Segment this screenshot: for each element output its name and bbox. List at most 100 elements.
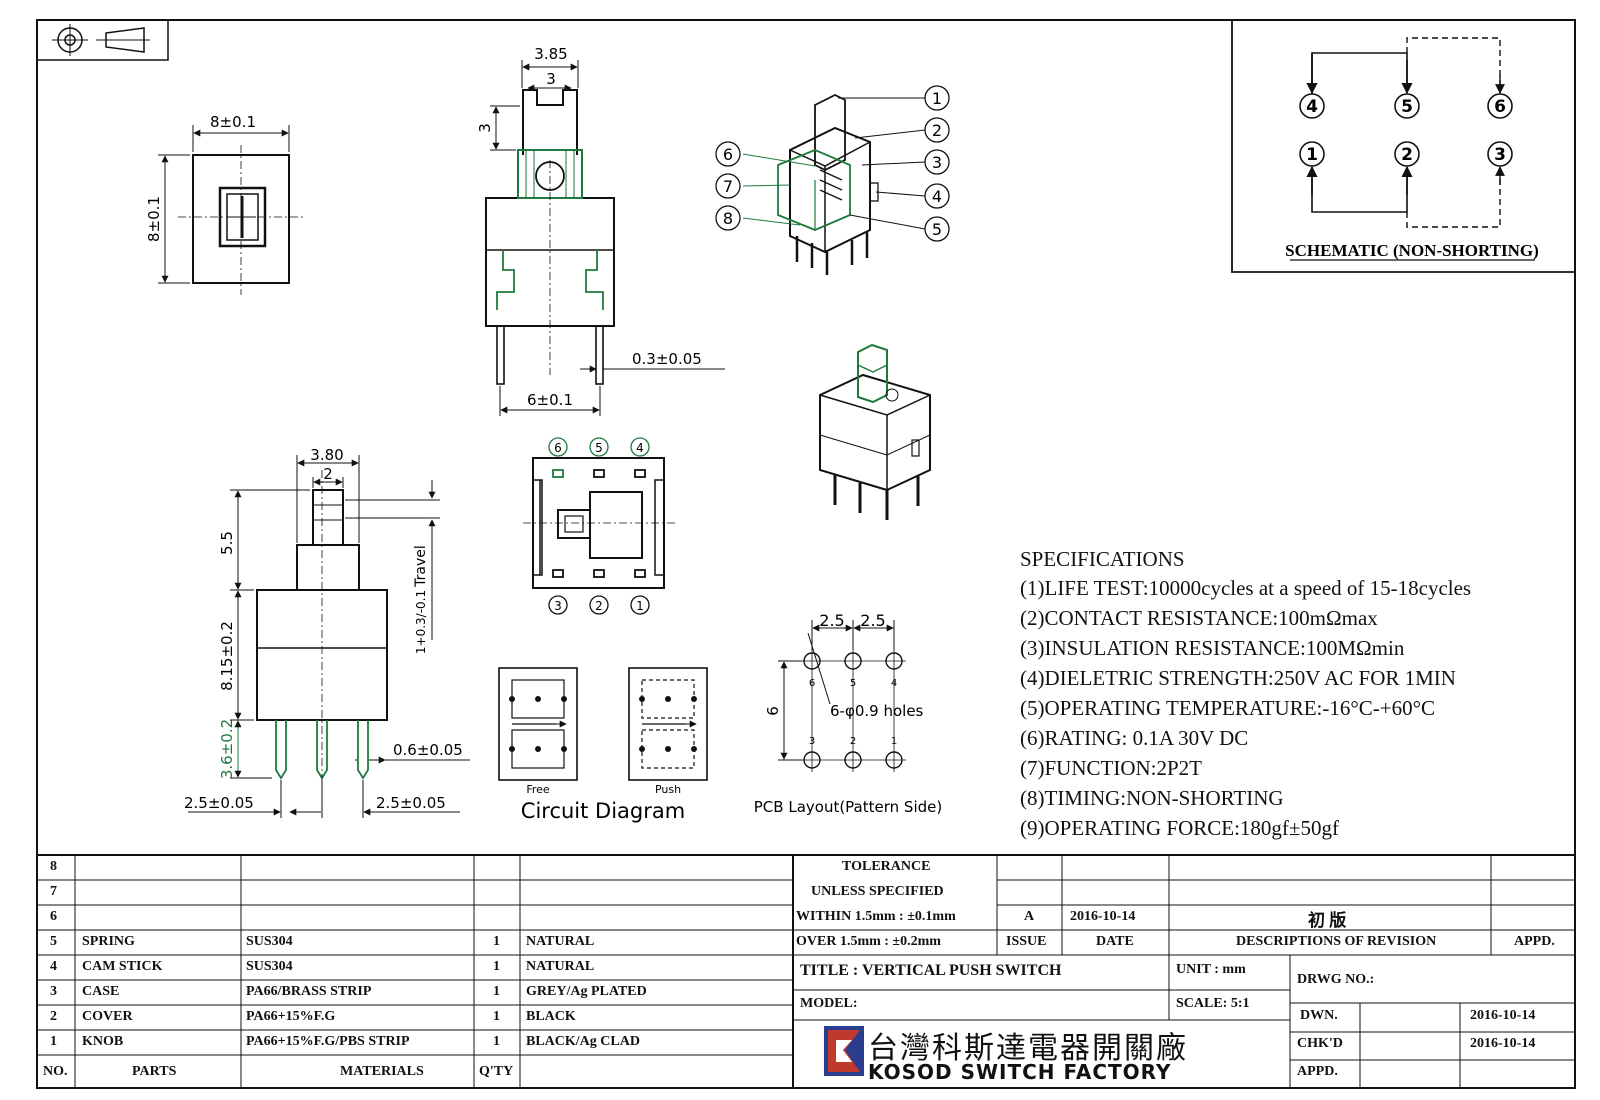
pcb-num-6: 6 xyxy=(809,678,815,689)
drawn-label: DWN. xyxy=(1300,1008,1338,1023)
spec-item: (4)DIELETRIC STRENGTH:250V AC FOR 1MIN xyxy=(1020,666,1456,690)
spec-item: (8)TIMING:NON-SHORTING xyxy=(1020,786,1284,810)
bom-material: SUS304 xyxy=(246,934,293,949)
scale-field: SCALE: 5:1 xyxy=(1176,996,1250,1011)
callout-2: 2 xyxy=(932,121,942,140)
drawn-date: 2016-10-14 xyxy=(1470,1008,1536,1023)
tolerance-over: OVER 1.5mm : ±0.2mm xyxy=(796,934,941,949)
callout-1: 1 xyxy=(932,89,942,108)
unit-field: UNIT : mm xyxy=(1176,962,1246,977)
side-travel-label: Travel xyxy=(413,545,429,588)
pcb-holes-label: 6-φ0.9 holes xyxy=(830,702,924,720)
bom-qty: 1 xyxy=(493,1009,500,1024)
circuit-free-label: Free xyxy=(526,783,550,796)
spec-item: (6)RATING: 0.1A 30V DC xyxy=(1020,726,1249,750)
bom-part: SPRING xyxy=(82,934,135,949)
kosod-logo-icon xyxy=(824,1026,864,1076)
bottom-label-5: 5 xyxy=(595,441,603,455)
callout-8: 8 xyxy=(723,209,733,228)
bottom-label-2: 2 xyxy=(595,599,603,613)
bom-part: CASE xyxy=(82,984,120,999)
projection-symbol xyxy=(36,19,169,61)
issue-header: ISSUE xyxy=(1006,934,1047,949)
circuit-diagram-title: Circuit Diagram xyxy=(521,799,685,823)
schematic-terminal-2: 2 xyxy=(1401,145,1413,165)
bom-material: PA66+15%F.G xyxy=(246,1009,336,1024)
bom-finish: BLACK xyxy=(526,1009,576,1024)
revision-description: 初 版 xyxy=(1308,911,1347,930)
side-travel-height-label: 5.5 xyxy=(218,531,236,555)
bom-part: KNOB xyxy=(82,1034,124,1049)
callout-7: 7 xyxy=(723,177,733,196)
side-pitch-right-label: 2.5±0.05 xyxy=(376,794,446,812)
top-view-height-label: 8±0.1 xyxy=(145,196,163,242)
spec-item: (2)CONTACT RESISTANCE:100mΩmax xyxy=(1020,606,1378,630)
bottom-label-1: 1 xyxy=(636,599,644,613)
bom-material: PA66+15%F.G/PBS STRIP xyxy=(246,1034,410,1049)
schematic-terminal-4: 4 xyxy=(1306,97,1318,117)
schematic-terminal-3: 3 xyxy=(1494,145,1506,165)
tolerance-within: WITHIN 1.5mm : ±0.1mm xyxy=(796,909,956,924)
bom-material: PA66/BRASS STRIP xyxy=(246,984,372,999)
date-header: DATE xyxy=(1096,934,1134,949)
bom-material: SUS304 xyxy=(246,959,293,974)
bom-qty: 1 xyxy=(493,959,500,974)
pcb-num-1: 1 xyxy=(891,736,897,747)
front-knob-height-label: 3 xyxy=(476,123,494,133)
front-pin-thickness-label: 0.3±0.05 xyxy=(632,350,702,368)
bottom-label-6: 6 xyxy=(554,441,562,455)
pcb-layout xyxy=(778,620,906,772)
company-name-english: KOSOD SWITCH FACTORY xyxy=(868,1060,1172,1084)
side-pitch-left-label: 2.5±0.05 xyxy=(184,794,254,812)
tolerance-heading: TOLERANCE xyxy=(842,859,931,874)
schematic-terminal-6: 6 xyxy=(1494,97,1506,117)
top-view-width-label: 8±0.1 xyxy=(210,113,256,131)
side-top-width-label: 3.80 xyxy=(310,446,343,464)
bottom-view xyxy=(523,437,675,615)
bom-row-number: 6 xyxy=(50,909,57,924)
revision-issue: A xyxy=(1024,909,1035,924)
checked-label: CHK'D xyxy=(1297,1036,1343,1051)
bottom-label-3: 3 xyxy=(554,599,562,613)
bottom-label-4: 4 xyxy=(636,441,644,455)
bom-finish: NATURAL xyxy=(526,934,595,949)
pcb-num-4: 4 xyxy=(891,678,897,689)
bom-row-number: 8 xyxy=(50,859,57,874)
bom-finish: NATURAL xyxy=(526,959,595,974)
approved-label: APPD. xyxy=(1297,1064,1338,1079)
sheet-border xyxy=(36,19,1576,1089)
model-field: MODEL: xyxy=(800,996,858,1011)
bom-row-number: 4 xyxy=(50,959,57,974)
pcb-num-5: 5 xyxy=(850,678,856,689)
bom-header-no: NO. xyxy=(43,1064,68,1079)
spec-item: (3)INSULATION RESISTANCE:100MΩmin xyxy=(1020,636,1405,660)
isometric-exploded-view xyxy=(715,85,950,275)
assembled-isometric-view xyxy=(819,343,931,520)
side-view xyxy=(188,455,470,818)
bom-qty: 1 xyxy=(493,984,500,999)
schematic-terminal-5: 5 xyxy=(1401,97,1413,117)
bom-row-number: 5 xyxy=(50,934,57,949)
title-block-grid xyxy=(37,854,1575,1088)
circuit-push-label: Push xyxy=(655,783,681,796)
side-travel-tolerance-label: 1+0.3/-0.1 xyxy=(414,590,428,654)
bom-header-parts: PARTS xyxy=(132,1064,177,1079)
spec-item: (1)LIFE TEST:10000cycles at a speed of 1… xyxy=(1020,576,1472,600)
bom-finish: GREY/Ag PLATED xyxy=(526,984,647,999)
front-view xyxy=(485,60,725,416)
spec-item: (7)FUNCTION:2P2T xyxy=(1020,756,1202,780)
bom-row-number: 1 xyxy=(50,1034,57,1049)
top-view xyxy=(158,125,305,295)
bom-finish: BLACK/Ag CLAD xyxy=(526,1034,640,1049)
pcb-pitch-b-label: 2.5 xyxy=(860,611,885,630)
bom-row-number: 2 xyxy=(50,1009,57,1024)
bom-qty: 1 xyxy=(493,934,500,949)
bom-qty: 1 xyxy=(493,1034,500,1049)
revision-date: 2016-10-14 xyxy=(1070,909,1136,924)
side-stick-width-label: 2 xyxy=(323,465,333,483)
pcb-num-2: 2 xyxy=(850,736,856,747)
pcb-pitch-a-label: 2.5 xyxy=(819,611,844,630)
bom-header-qty: Q'TY xyxy=(479,1064,514,1079)
drawing-number-label: DRWG NO.: xyxy=(1297,972,1375,987)
